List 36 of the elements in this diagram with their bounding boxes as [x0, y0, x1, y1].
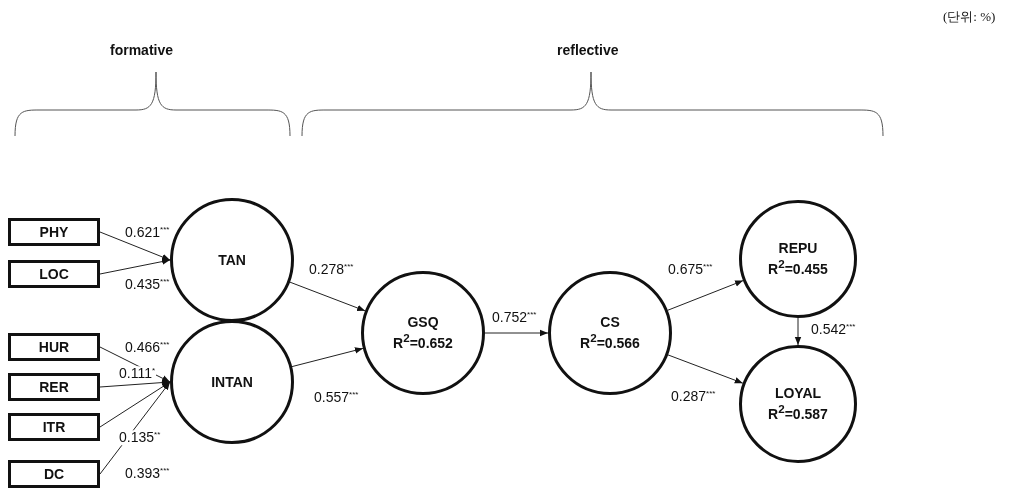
group-title: reflective: [557, 42, 619, 58]
unit-note: (단위: %): [943, 8, 996, 26]
construct-name: CS: [600, 314, 620, 332]
group-title: formative: [110, 42, 174, 58]
construct-name: DC: [43, 465, 65, 483]
arrow: [667, 280, 744, 311]
construct-name: GSQ: [407, 314, 439, 332]
arrow: [99, 379, 171, 388]
construct-name: TAN: [218, 251, 246, 269]
arrow: [291, 347, 364, 368]
arrow: [484, 329, 549, 337]
indicator-box: [8, 333, 100, 361]
construct-name: LOYAL: [774, 385, 822, 403]
arrow: [99, 381, 171, 428]
arrow: [667, 354, 744, 384]
construct-name: ITR: [42, 418, 66, 436]
construct-name: LOC: [39, 265, 69, 283]
construct-name: HUR: [38, 338, 70, 356]
r-squared-value: R$^{2}$=0.652: [393, 331, 453, 352]
r-squared-value: R$^{2}$=0.587: [768, 402, 828, 423]
indicator-box: [8, 373, 100, 401]
r-squared-value: R$^{2}$=0.566: [580, 331, 640, 352]
construct-name: PHY: [39, 223, 69, 241]
arrow: [99, 258, 171, 275]
indicator-box: [8, 413, 100, 441]
indicator-box: [8, 260, 100, 288]
construct-name: INTAN: [211, 373, 253, 391]
path-coefficient: 0.135$^{**}$: [118, 430, 162, 446]
arrow: [289, 281, 366, 312]
r-squared-value: R$^{2}$=0.455: [768, 257, 828, 278]
arrow: [99, 231, 171, 261]
arrow: [794, 317, 802, 346]
indicator-box: [8, 218, 100, 246]
construct-name: REPU: [778, 240, 818, 258]
indicator-box: [8, 460, 100, 488]
construct-name: RER: [39, 378, 69, 396]
